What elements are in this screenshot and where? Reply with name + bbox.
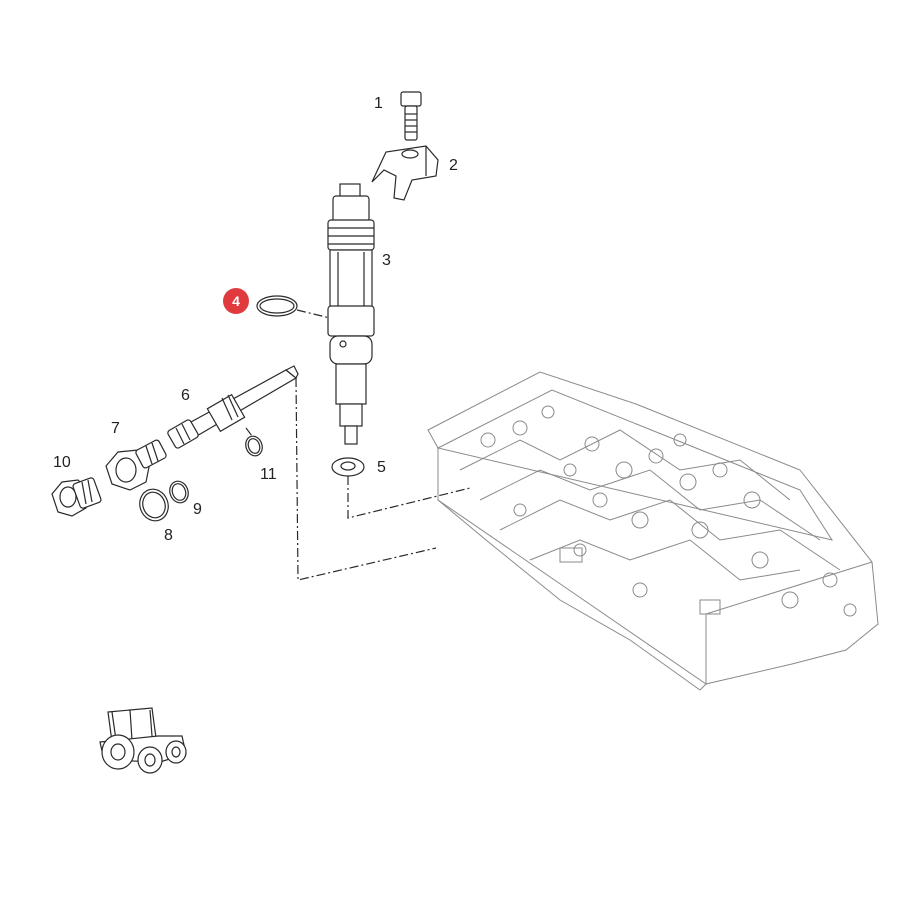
- callout-5: 5: [377, 459, 386, 476]
- nut-part: [105, 439, 167, 491]
- small-o-ring-part: [169, 480, 189, 504]
- callout-11: 11: [260, 466, 277, 483]
- small-seal-part: [245, 427, 263, 457]
- callout-8: 8: [164, 527, 173, 544]
- large-o-ring-part: [139, 488, 169, 522]
- callout-1: 1: [374, 95, 383, 112]
- clamp-part: [371, 145, 439, 201]
- washer-part: [331, 457, 471, 519]
- callout-3: 3: [382, 252, 391, 269]
- tractor-icon: [99, 707, 187, 774]
- sleeve-part: [51, 477, 102, 517]
- callout-6: 6: [181, 387, 190, 404]
- fuel-connector-part: [167, 365, 437, 581]
- cylinder-head-part: [427, 371, 879, 691]
- bolt-part: [400, 91, 422, 141]
- callout-2: 2: [449, 157, 458, 174]
- injector-part: [327, 183, 375, 445]
- o-ring-part: [256, 295, 331, 319]
- callout-4-highlighted: 4: [223, 288, 249, 314]
- callout-9: 9: [193, 501, 202, 518]
- callout-10: 10: [53, 454, 71, 471]
- callout-7: 7: [111, 420, 120, 437]
